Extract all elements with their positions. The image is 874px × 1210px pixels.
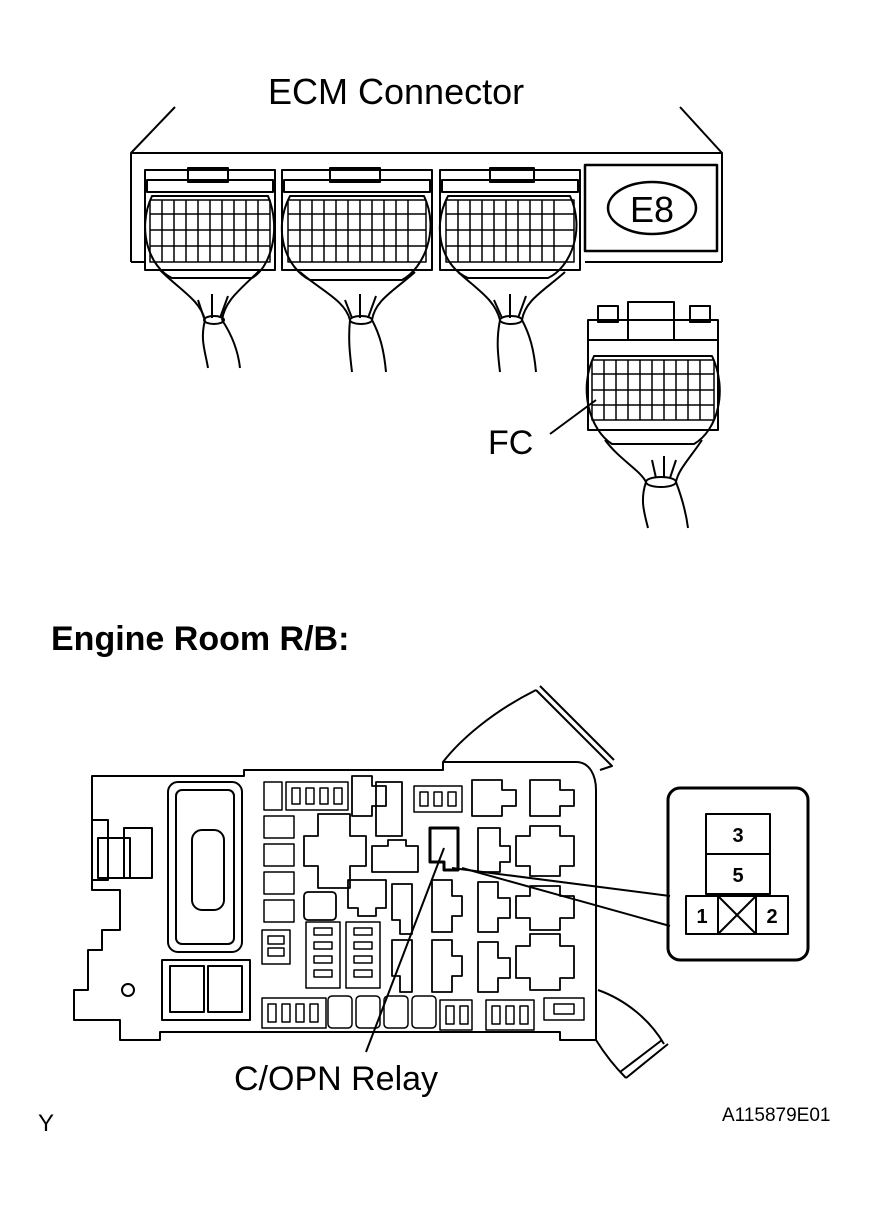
large-fuse-module [97, 781, 251, 1021]
relay-sockets [303, 775, 575, 993]
terminal-1-label: 1 [696, 906, 707, 928]
fc-connector-label: FC [488, 424, 534, 462]
relay-leader-lines [365, 847, 671, 1053]
fc-leader-line [549, 399, 597, 435]
ecm-housing [130, 106, 723, 263]
relay-block-housing [73, 685, 669, 1079]
terminal-2-label: 2 [766, 906, 777, 928]
fc-connector [585, 301, 721, 529]
ecm-plug-3 [438, 167, 581, 373]
connector-code: E8 [630, 189, 674, 230]
ecm-plug-2 [280, 167, 433, 373]
ecm-connector-title: ECM Connector [268, 71, 525, 112]
fuse-column-left [261, 781, 295, 965]
fuse-strip-top [285, 781, 463, 813]
corner-mark: Y [38, 1110, 55, 1137]
fuse-strip-bottom [261, 995, 585, 1031]
relay-terminal-detail: 3 5 1 2 [666, 786, 810, 962]
terminal-5-label: 5 [732, 865, 743, 887]
terminal-3-label: 3 [732, 825, 743, 847]
ecm-plug-1 [144, 167, 276, 369]
e8-code-box: E8 [583, 163, 719, 253]
c-opn-relay-label: C/OPN Relay [234, 1060, 439, 1098]
fuse-columns-middle [305, 921, 381, 989]
figure-id: A115879E01 [722, 1105, 831, 1126]
engine-room-rb-title: Engine Room R/B: [51, 620, 350, 658]
